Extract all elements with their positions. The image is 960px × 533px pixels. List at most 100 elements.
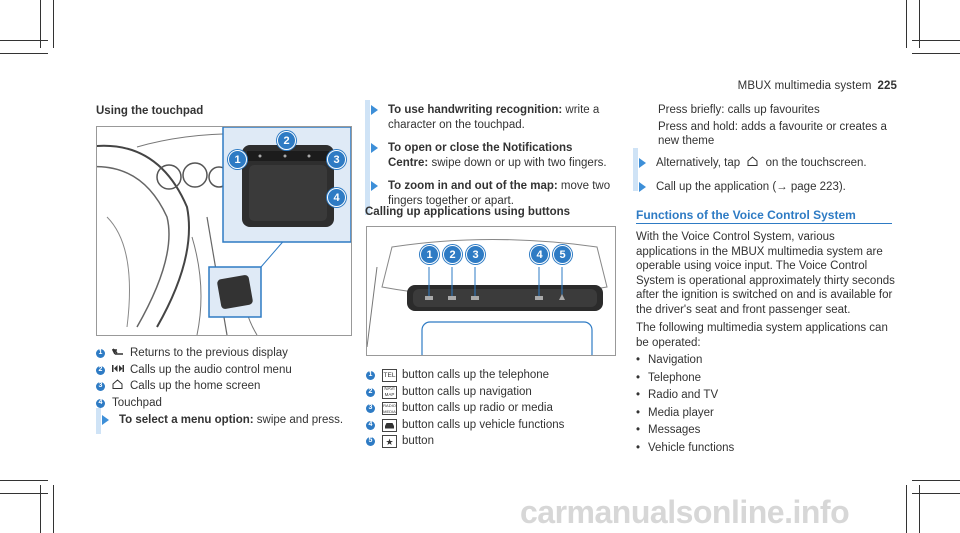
legend-number: 2	[366, 387, 375, 397]
callout-1: 1	[228, 150, 247, 169]
interior-drawing	[97, 127, 351, 335]
legend-text: Calls up the home screen	[130, 380, 261, 393]
legend-text: button calls up the telephone	[402, 369, 550, 382]
legend-number: 4	[96, 398, 105, 408]
step-arrow-icon	[371, 181, 378, 191]
header-title: MBUX multimedia system	[737, 80, 872, 92]
callout-3: 3	[466, 245, 485, 264]
crop-mark	[906, 0, 907, 48]
page-header: MBUX multimedia system 225	[738, 80, 897, 92]
step-bar	[365, 100, 370, 215]
callout-2: 2	[277, 131, 296, 150]
step: To select a menu option: swipe and press…	[102, 413, 362, 437]
legend-text: Touchpad	[112, 396, 162, 409]
list-item: •Vehicle functions	[636, 441, 735, 454]
back-arrow-icon	[111, 346, 124, 361]
step-arrow-icon	[639, 158, 646, 168]
radio-media-key-icon: RADIO MEDIA	[382, 402, 397, 415]
step-text: swipe and press.	[253, 414, 344, 426]
legend-number: 5	[366, 437, 375, 446]
legend-number: 3	[96, 382, 105, 391]
crop-mark	[912, 40, 960, 41]
home-icon	[112, 379, 124, 394]
crop-mark	[919, 485, 920, 533]
legend-text: button	[402, 435, 434, 448]
callout-5: 5	[553, 245, 572, 264]
crop-mark	[912, 53, 960, 54]
watermark: carmanualsonline.info	[520, 494, 850, 530]
press-hold-text: Press and hold: adds a favourite or crea…	[658, 120, 887, 148]
crop-mark	[912, 480, 960, 481]
step-arrow-icon	[102, 415, 109, 425]
legend-item: 4 button calls up vehicle functions	[366, 418, 616, 433]
legend-text: Returns to the previous display	[130, 347, 288, 360]
list-item: •Telephone	[636, 371, 702, 384]
step-text: on the touchscreen.	[765, 157, 867, 169]
list-item: •Navigation	[636, 354, 703, 366]
step-text: swipe down or up with two fingers.	[428, 156, 607, 169]
section-rule	[636, 223, 892, 224]
legend-text: button calls up radio or media	[402, 402, 553, 415]
legend-number: 2	[96, 365, 105, 375]
page-number: 225	[877, 80, 897, 92]
legend-item: 1 TEL button calls up the telephone	[366, 368, 616, 383]
step: To zoom in and out of the map: move two …	[371, 179, 611, 208]
crop-mark	[0, 480, 48, 481]
step-arrow-icon	[371, 143, 378, 153]
legend-number: 1	[96, 349, 105, 358]
step-arrow-icon	[371, 105, 378, 115]
callout-4: 4	[530, 245, 549, 264]
step-label: To select a menu option:	[119, 414, 254, 426]
press-briefly-text: Press briefly: calls up favourites	[658, 104, 820, 116]
legend-item: 1 Returns to the previous display	[96, 346, 356, 361]
audio-skip-icon	[112, 363, 124, 378]
buttons-legend: 1 TEL button calls up the telephone 2 NA…	[366, 368, 616, 451]
voice-control-text: With the Voice Control System, various a…	[636, 230, 898, 458]
callout-4: 4	[327, 188, 346, 207]
step-label: To open or close the Notifications Centr…	[388, 142, 573, 169]
crop-mark	[40, 485, 41, 533]
paragraph: The following multimedia system applicat…	[636, 322, 888, 349]
applications-list: •Navigation •Telephone •Radio and TV •Me…	[636, 353, 898, 455]
home-icon	[747, 156, 758, 171]
callout-3: 3	[327, 150, 346, 169]
crop-mark	[906, 485, 907, 533]
step-bar	[633, 148, 638, 191]
step-text: write a character on the touchpad.	[388, 104, 600, 131]
legend-text: button calls up navigation	[402, 385, 532, 398]
tel-key-icon: TEL	[382, 369, 397, 382]
navi-key-icon: NAVI MAP	[382, 385, 397, 399]
legend-number: 1	[366, 371, 375, 380]
legend-item: 2 Calls up the audio control menu	[96, 363, 356, 378]
step: Alternatively, tap on the touchscreen.	[639, 156, 899, 171]
step-bar	[96, 408, 101, 434]
list-item: •Media player	[636, 406, 714, 419]
paragraph: With the Voice Control System, various a…	[636, 231, 895, 316]
legend-number: 3	[366, 404, 375, 413]
crop-mark	[0, 53, 48, 54]
crop-mark	[40, 0, 41, 48]
button-panel-drawing	[367, 239, 608, 355]
crop-mark	[53, 0, 54, 48]
step: To open or close the Notifications Centr…	[371, 141, 611, 170]
touchpad-illustration: 1 2 3 4	[96, 126, 352, 336]
callout-2: 2	[443, 245, 462, 264]
press-notes: Press briefly: calls up favourites Press…	[658, 103, 903, 149]
section-title: Functions of the Voice Control System	[636, 208, 856, 222]
car-key-icon	[382, 418, 397, 432]
list-item: •Messages	[636, 424, 701, 436]
step-text: move two fingers together or apart.	[388, 180, 611, 207]
button-panel-illustration: 1 2 3 4 5	[366, 226, 616, 356]
crop-mark	[0, 40, 48, 41]
step: To use handwriting recognition: write a …	[371, 103, 611, 132]
touchpad-legend: 1 Returns to the previous display 2 Call…	[96, 346, 356, 412]
step-text: Call up the application (→ page 223).	[656, 180, 846, 193]
crop-mark	[919, 0, 920, 48]
legend-item: 4 Touchpad	[96, 396, 356, 411]
legend-text: button calls up vehicle functions	[402, 418, 565, 431]
crop-mark	[53, 485, 54, 533]
crop-mark	[0, 493, 48, 494]
touchpad-heading: Using the touchpad	[96, 105, 204, 117]
legend-item: 5 ★ button	[366, 434, 616, 449]
legend-item: 3 Calls up the home screen	[96, 379, 356, 394]
